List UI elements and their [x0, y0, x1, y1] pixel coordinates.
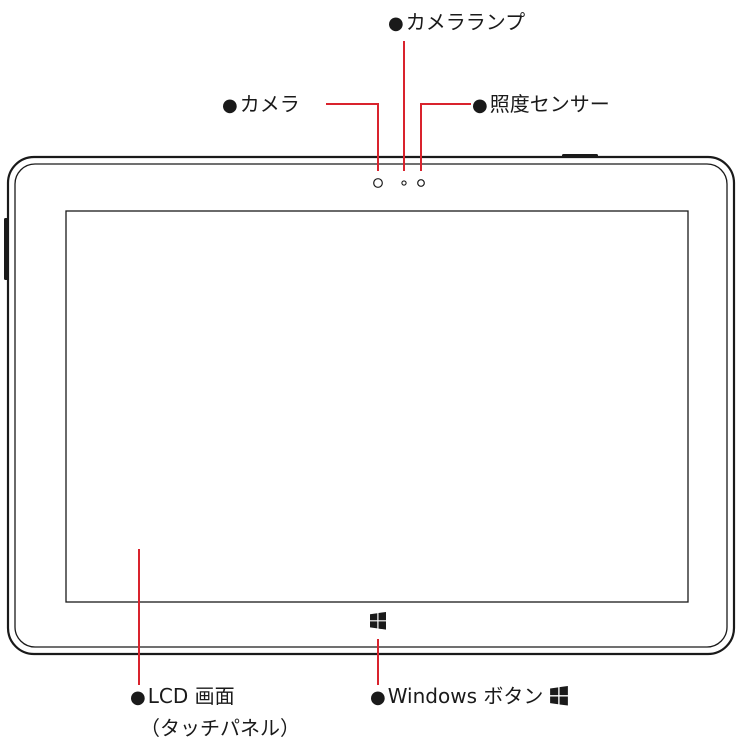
tablet-inner-frame [14, 163, 728, 648]
camera-lamp-label: ●カメラランプ [388, 10, 525, 36]
light-sensor-label: ●照度センサー [472, 92, 610, 118]
windows-button-label: ●Windows ボタン [370, 684, 569, 710]
leader-camera [326, 103, 379, 171]
camera-label: ●カメラ [222, 92, 300, 118]
bullet: ● [370, 687, 386, 708]
leader-light-sensor [420, 103, 471, 171]
bullet: ● [472, 95, 488, 116]
lcd-label: ●LCD 画面 [130, 684, 235, 710]
bullet: ● [388, 13, 404, 34]
lcd-sublabel: （タッチパネル） [140, 716, 300, 740]
bullet: ● [130, 687, 146, 708]
windows-logo-icon [550, 686, 569, 706]
lcd-screen [65, 210, 689, 603]
camera-lens [373, 178, 383, 188]
windows-logo-icon [370, 612, 386, 630]
camera-lamp [401, 180, 407, 186]
light-sensor [417, 179, 425, 187]
camera-text: カメラ [239, 92, 300, 116]
lcd-text: LCD 画面 [147, 684, 235, 708]
light-sensor-text: 照度センサー [489, 92, 610, 116]
windows-button-text: Windows ボタン [387, 684, 544, 708]
touch-panel-text: （タッチパネル） [140, 716, 300, 740]
camera-lamp-text: カメラランプ [405, 10, 526, 34]
bullet: ● [222, 95, 238, 116]
leader-lines [138, 41, 471, 685]
